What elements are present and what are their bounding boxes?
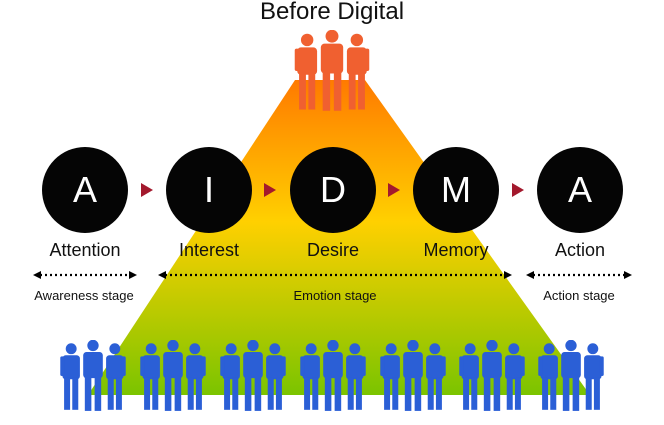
step-label-attention: Attention — [49, 240, 121, 260]
arrow-right-icon — [388, 183, 400, 197]
step-circle-interest: I — [166, 147, 252, 233]
crowd-group-icon — [538, 340, 604, 411]
crowd-group-icon — [140, 340, 206, 411]
step-label-interest: Interest — [178, 240, 240, 260]
arrow-right-icon — [141, 183, 153, 197]
step-circle-memory: M — [413, 147, 499, 233]
step-label-action: Action — [554, 240, 606, 260]
action-range-line — [526, 271, 632, 279]
pyramid-shape — [88, 80, 590, 395]
crowd-group-icon — [300, 340, 366, 411]
crowd-group-icon — [380, 340, 446, 411]
action-stage-label: Action stage — [543, 288, 615, 303]
emotion-range-line — [158, 271, 512, 279]
step-circle-attention: A — [42, 147, 128, 233]
crowd-group-icon — [459, 340, 525, 411]
awareness-range-line — [33, 271, 137, 279]
diagram-title: Before Digital — [259, 0, 405, 25]
emotion-stage-label: Emotion stage — [293, 288, 377, 303]
step-label-memory: Memory — [423, 240, 489, 260]
step-circle-desire: D — [290, 147, 376, 233]
arrow-right-icon — [512, 183, 524, 197]
arrow-right-icon — [264, 183, 276, 197]
step-label-desire: Desire — [306, 240, 359, 260]
step-circle-action: A — [537, 147, 623, 233]
crowd-group-icon — [60, 340, 126, 411]
awareness-stage-label: Awareness stage — [34, 288, 134, 303]
crowd-group-icon — [220, 340, 286, 411]
